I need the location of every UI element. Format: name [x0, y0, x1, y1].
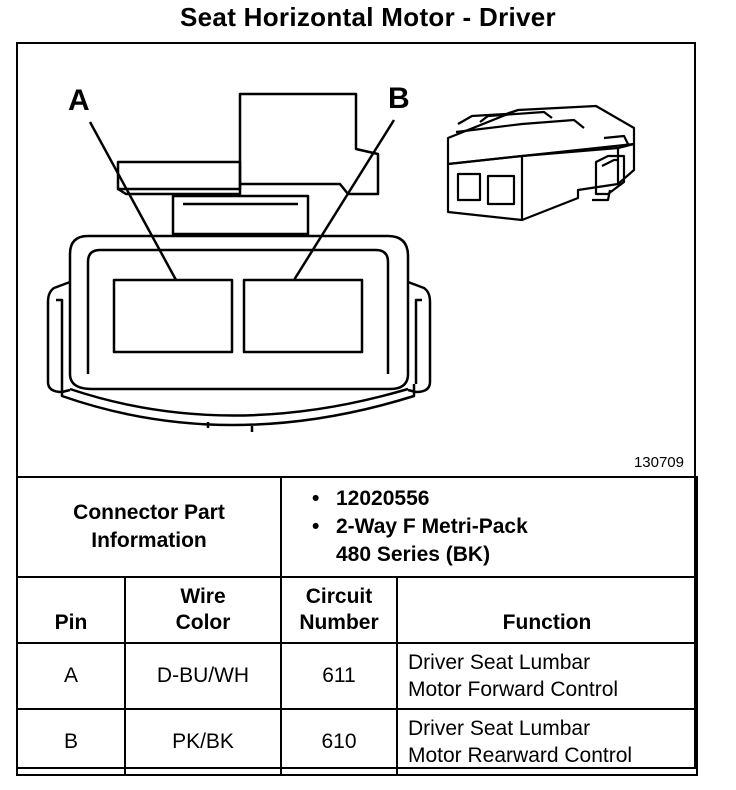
row-b-pin: B: [16, 708, 126, 776]
diagram-frame: A B 130709 Connector Part Information 12…: [16, 42, 698, 776]
pin-a-label: A: [68, 84, 90, 117]
connector-body: [68, 234, 410, 391]
connector-info-values-cell: 12020556 2-Way F Metri-Pack 480 Series (…: [280, 476, 698, 578]
leader-line-b: [292, 119, 396, 281]
connector-right-latch: [407, 280, 432, 394]
connector-info-label-cell: Connector Part Information: [16, 476, 282, 578]
row-a-circuit: 611: [280, 642, 398, 710]
connector-neck: [171, 194, 310, 236]
connector-skirt: [60, 384, 416, 427]
header-wire-color: Wire Color: [124, 576, 282, 644]
connector-info-list: 12020556 2-Way F Metri-Pack 480 Series (…: [282, 479, 696, 575]
cavity-b: [242, 278, 364, 354]
iso-cavity-a: [456, 172, 482, 202]
row-b-function: Driver Seat Lumbar Motor Rearward Contro…: [396, 708, 698, 776]
table-row: A D-BU/WH 611 Driver Seat Lumbar Motor F…: [16, 642, 698, 710]
page-title: Seat Horizontal Motor - Driver: [180, 2, 556, 32]
row-a-pin: A: [16, 642, 126, 710]
connector-latch: [238, 92, 380, 196]
connector-iso-view: [446, 104, 636, 222]
iso-cavity-b: [486, 174, 516, 206]
header-function: Function: [396, 576, 698, 644]
part-number: 12020556: [312, 485, 696, 513]
row-a-wire-color: D-BU/WH: [124, 642, 282, 710]
row-b-wire-color: PK/BK: [124, 708, 282, 776]
connector-info-row: Connector Part Information 12020556 2-Wa…: [16, 476, 698, 578]
table-row: B PK/BK 610 Driver Seat Lumbar Motor Rea…: [16, 708, 698, 776]
figure-number: 130709: [633, 454, 684, 471]
row-b-circuit: 610: [280, 708, 398, 776]
header-circuit-number: Circuit Number: [280, 576, 398, 644]
connector-left-latch: [46, 280, 71, 394]
cavity-a: [112, 278, 234, 354]
table-header-row: Pin Wire Color Circuit Number Function: [16, 576, 698, 644]
pinout-table: Connector Part Information 12020556 2-Wa…: [16, 476, 698, 776]
leader-line-a: [88, 121, 178, 281]
pin-b-label: B: [388, 82, 410, 115]
header-pin: Pin: [16, 576, 126, 644]
connector-drawing: A B 130709: [18, 44, 694, 476]
connector-description: 2-Way F Metri-Pack 480 Series (BK): [312, 513, 696, 569]
connector-front-view: [46, 92, 636, 432]
connector-info-label: Connector Part Information: [73, 501, 225, 552]
connector-latch-ledge: [116, 160, 242, 191]
row-a-function: Driver Seat Lumbar Motor Forward Control: [396, 642, 698, 710]
